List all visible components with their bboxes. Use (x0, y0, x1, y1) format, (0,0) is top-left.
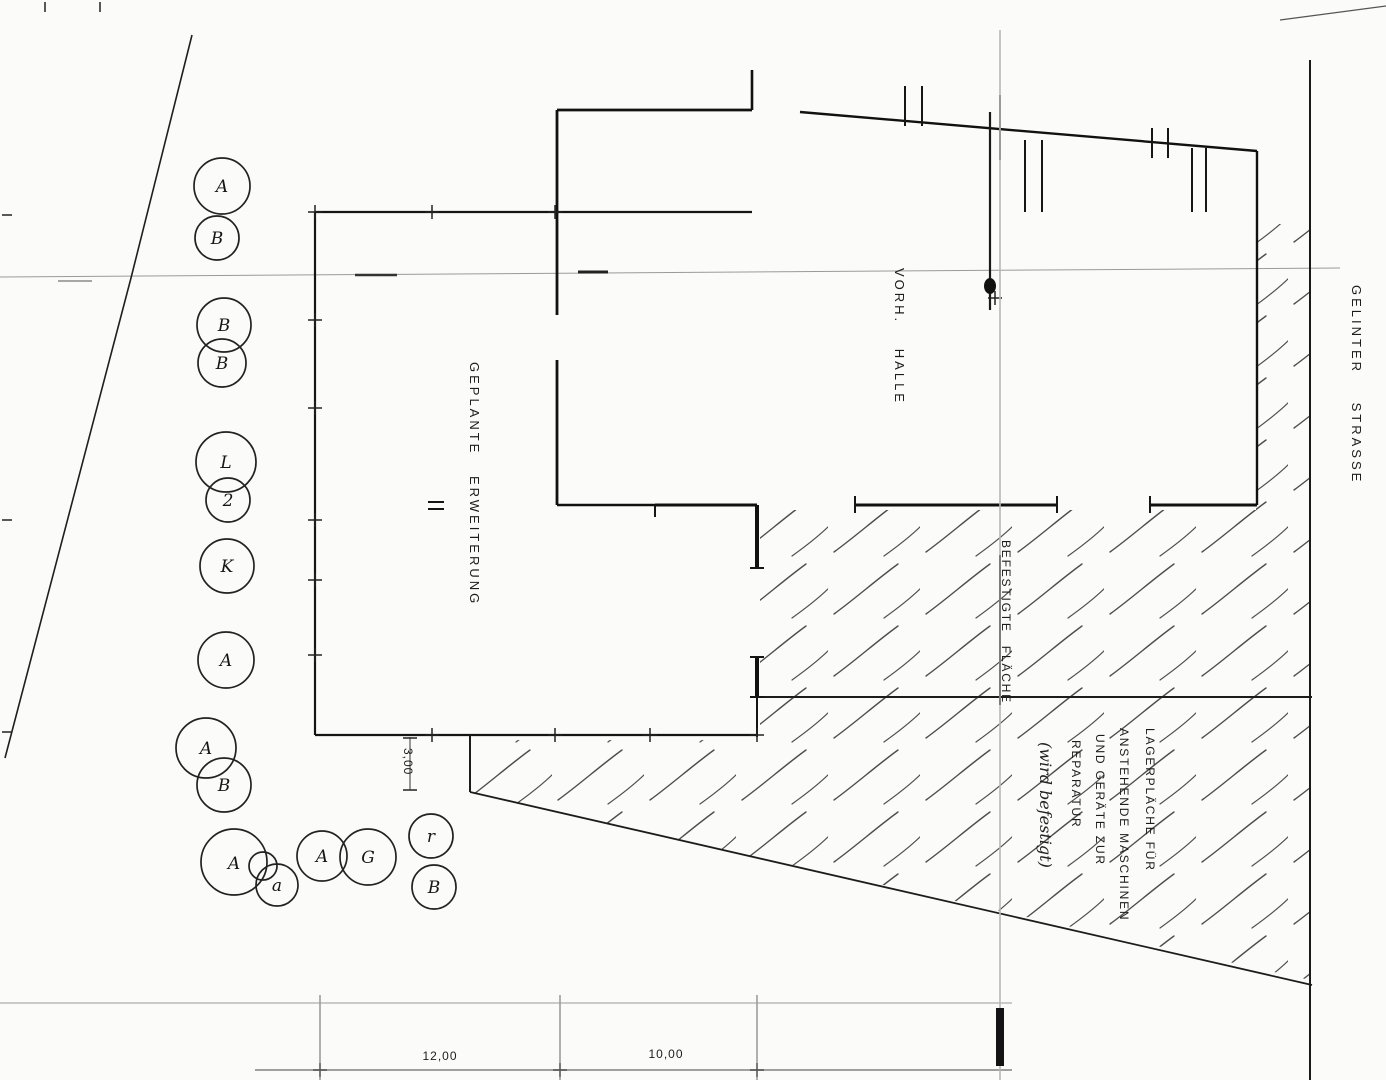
hatch-paved-area (474, 224, 1310, 980)
paved-area-boundary (469, 696, 1313, 986)
tree: A (197, 631, 255, 689)
tree-label: B (215, 354, 229, 374)
label-storage-area: LAGERPLÄCHE FÜR ANSTEHENDE MASCHINEN UND… (1069, 728, 1157, 921)
tree: A (200, 828, 268, 896)
dimension-lines (0, 737, 1012, 1080)
interior-wall (984, 112, 996, 310)
tree: a (255, 863, 299, 907)
tree-label: A (226, 854, 240, 874)
tree: B (194, 215, 240, 261)
left-boundary-line (4, 34, 193, 759)
tree: L (195, 431, 257, 493)
label-street-name: GELINTER STRASSE (1349, 285, 1364, 484)
label-existing-hall: VORH. HALLE (892, 268, 907, 405)
survey-baseline (0, 267, 1341, 282)
tree-label: B (217, 316, 231, 336)
tree: B (196, 297, 252, 353)
tree-label: B (210, 229, 224, 249)
trees: A B B B L 2 K A A B A a A G r B (175, 157, 457, 910)
tree-label: K (220, 557, 235, 577)
storage-line-4: REPARATUR (1069, 740, 1083, 828)
tree: B (411, 864, 457, 910)
tree: G (339, 828, 397, 886)
tree: r (408, 813, 454, 859)
label-handwritten-note: (wird befestigt) (1036, 742, 1055, 868)
storage-line-1: LAGERPLÄCHE FÜR (1143, 728, 1157, 872)
tree-label: B (427, 878, 441, 898)
scan-streak (996, 30, 1004, 1080)
dimension-label-left: 12,00 (422, 1049, 457, 1063)
tree: B (196, 757, 252, 813)
tree: B (197, 338, 247, 388)
tree-label: A (218, 651, 232, 671)
tree-label: a (272, 876, 282, 896)
wall-caps (428, 496, 1151, 698)
tree-label: B (217, 776, 231, 796)
tree: 2 (205, 477, 251, 523)
hall-outline (555, 70, 1259, 697)
tree-label: 2 (222, 491, 234, 511)
tree-label: A (314, 847, 328, 867)
tree-label: L (219, 453, 231, 473)
tree (248, 851, 278, 881)
dimension-label-setback: 3,00 (401, 748, 415, 775)
tree: A (175, 717, 237, 779)
tree-label: G (361, 848, 375, 868)
storage-line-2: ANSTEHENDE MASCHINEN (1117, 728, 1131, 921)
tree-label: A (198, 739, 212, 759)
tree: K (199, 538, 255, 594)
tree-label: A (214, 177, 228, 197)
hall-columns (904, 86, 1207, 212)
dimension-label-right: 10,00 (648, 1047, 683, 1061)
label-planned-extension: GEPLANTE ERWEITERUNG (467, 362, 482, 606)
tree: A (296, 830, 348, 882)
storage-line-3: UND GERÄTE ZUR (1093, 734, 1107, 866)
corner-mark (1279, 5, 1386, 21)
tree-label: r (427, 827, 436, 847)
scan-blob (996, 1008, 1004, 1066)
tree: A (193, 157, 251, 215)
label-paved-area: BEFESTIGTE FLÄCHE (999, 540, 1013, 704)
